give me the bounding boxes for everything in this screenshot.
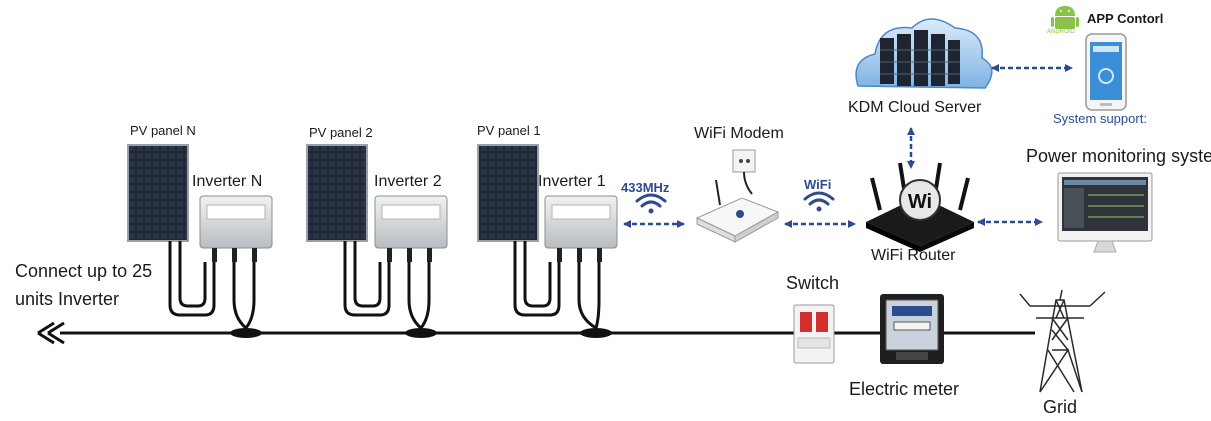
frequency-label: 433MHz xyxy=(621,180,670,195)
inverter-2-label: Inverter 2 xyxy=(374,173,442,190)
inverter-n-icon xyxy=(199,195,273,262)
wifi-modem-label: WiFi Modem xyxy=(694,125,784,142)
pv-panel-1-label: PV panel 1 xyxy=(477,123,541,138)
pv-panel-2-label: PV panel 2 xyxy=(309,125,373,140)
wifi-signal-icon xyxy=(803,191,835,212)
app-control-label: APP Contorl xyxy=(1087,11,1164,26)
cables-n xyxy=(168,241,256,330)
system-support-label: System support: xyxy=(1053,111,1147,126)
power-tower-icon xyxy=(1019,289,1106,393)
bus-line xyxy=(37,321,1035,345)
cables-2 xyxy=(343,241,431,330)
electric-meter-label: Electric meter xyxy=(849,379,960,399)
inverter-1-icon xyxy=(544,195,618,262)
power-monitoring-label: Power monitoring system xyxy=(1026,146,1211,166)
cables-1 xyxy=(513,241,601,330)
grid-label: Grid xyxy=(1043,397,1078,417)
kdm-cloud-label: KDM Cloud Server xyxy=(848,99,982,116)
monitor-icon xyxy=(1057,172,1153,253)
smartphone-icon xyxy=(1085,33,1127,111)
circuit-breaker-icon xyxy=(793,304,835,364)
connect-line-2: units Inverter xyxy=(15,289,120,309)
pv-panel-2-icon xyxy=(306,144,368,242)
wifi-router-label: WiFi Router xyxy=(871,247,956,264)
inverter-2-icon xyxy=(374,195,448,262)
pv-panel-1-icon xyxy=(477,144,539,242)
wireless-433-icon xyxy=(635,193,667,214)
pv-panel-n-label: PV panel N xyxy=(130,123,196,138)
switch-label: Switch xyxy=(786,273,840,293)
cloud-server-icon xyxy=(855,18,993,89)
inverter-1-label: Inverter 1 xyxy=(538,173,606,190)
android-icon xyxy=(1051,6,1079,29)
electric-meter-icon xyxy=(880,294,944,364)
inverter-n-label: Inverter N xyxy=(192,173,263,190)
wifi-router-icon: Wi xyxy=(866,162,974,252)
connect-line-1: Connect up to 25 xyxy=(15,261,153,281)
svg-text:Wi: Wi xyxy=(908,191,932,213)
wifi-label: WiFi xyxy=(804,177,832,192)
android-text: ANDROID xyxy=(1047,29,1075,35)
wifi-modem-icon xyxy=(695,149,780,243)
bus-junctions xyxy=(230,328,612,338)
pv-panel-n-icon xyxy=(127,144,189,242)
